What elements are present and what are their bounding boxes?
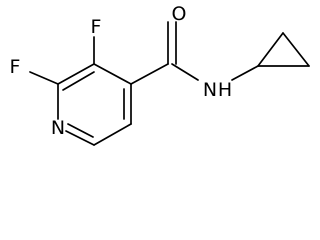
bond-c6-n1: [65, 130, 95, 146]
bond-c6-n1-double: [67, 123, 94, 138]
bond-carbonyl-n: [171, 63, 199, 81]
bond-cp-2: [282, 32, 310, 67]
bond-c3-c4: [93, 63, 132, 85]
bond-n-cyclopropyl: [231, 65, 259, 81]
bond-c2-c3: [57, 63, 95, 85]
bond-c2-c3-double: [62, 71, 95, 91]
pyridine-ring: [57, 63, 132, 146]
molecule-structure: O N H F F N: [10, 3, 310, 146]
bond-c2-f: [29, 71, 59, 85]
atom-fluorine-2: F: [10, 56, 21, 78]
atom-nitrogen-ring: N: [51, 117, 65, 139]
atom-oxygen: O: [172, 3, 187, 25]
atom-hydrogen-amide: H: [218, 79, 232, 101]
atom-nitrogen-amide: N: [203, 79, 217, 101]
atom-fluorine-3: F: [91, 16, 102, 38]
bond-cp-1: [257, 32, 284, 67]
bond-c5-c6: [93, 123, 132, 146]
bond-c4-carbonyl: [130, 63, 169, 85]
cyclopropyl-ring: [257, 32, 310, 67]
